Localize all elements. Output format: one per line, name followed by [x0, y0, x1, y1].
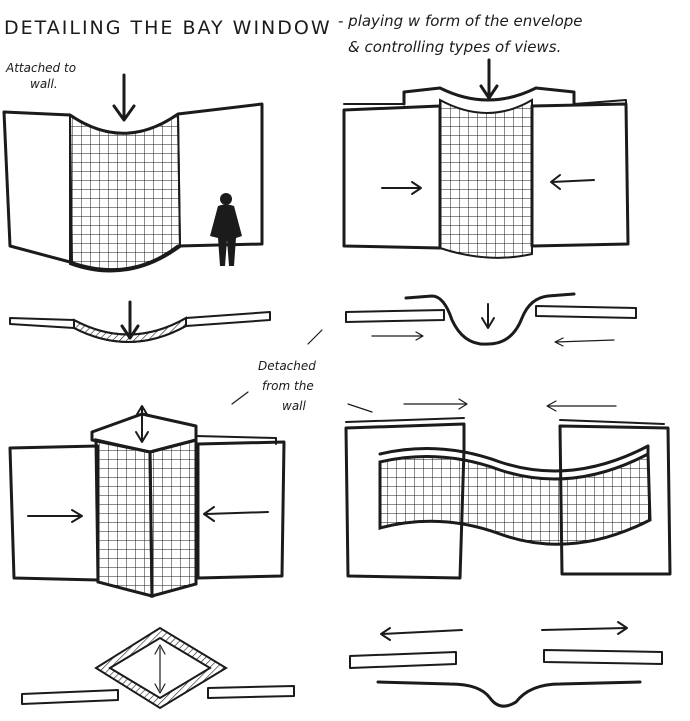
right-pointing-arrow-icon	[411, 181, 422, 195]
plan-right-wall	[207, 685, 295, 699]
right-arrow-shaft	[205, 511, 269, 515]
bay-right-face-grid	[148, 438, 198, 598]
detached-note-leader-3	[347, 403, 373, 413]
subtitle-line-2: & controlling types of views.	[348, 38, 561, 56]
attached-note-line-1: Attached to	[5, 61, 76, 75]
u-glazing-grid	[439, 98, 533, 259]
plan-right-pointing-arrow-icon	[415, 331, 424, 341]
plan-left-wall	[349, 651, 457, 669]
right-pointing-arrow-icon	[71, 509, 83, 523]
sketch-detached-square-elevation	[8, 405, 286, 598]
top-left-pointing-arrow-icon	[546, 400, 557, 412]
plan-u-curve	[404, 292, 576, 346]
sketch-attached-u-elevation	[342, 58, 630, 259]
wavy-glazing-grid	[378, 451, 652, 546]
sketch-detached-diamond-plan	[21, 626, 295, 710]
right-wall-top	[195, 435, 277, 445]
right-wall-block	[196, 440, 286, 580]
diamond-double-arrow-icon	[154, 644, 166, 694]
plan-right-pointing-arrow-icon	[617, 621, 628, 635]
curved-glazing-grid	[69, 112, 182, 273]
left-pointing-arrow-icon	[203, 506, 215, 522]
wall-section-outline	[9, 311, 271, 343]
plan-left-wall	[345, 309, 445, 323]
detached-note-leader-1	[307, 329, 323, 345]
sheet-title: DETAILING THE BAY WINDOW	[4, 17, 332, 39]
right-wall-block	[530, 102, 630, 248]
sketch-attached-concave-plan	[9, 300, 271, 343]
detached-note-line-2: from the	[262, 379, 314, 393]
roof-cap-outline	[402, 86, 576, 106]
subtitle-line-1: - playing w form of the envelope	[338, 12, 583, 30]
plan-left-pointing-arrow-icon	[554, 337, 564, 347]
wall-top-edges	[343, 99, 627, 105]
attached-note-line-2: wall.	[30, 77, 58, 91]
down-arrow-icon	[112, 104, 136, 122]
person-figure-icon	[210, 193, 242, 266]
plan-down-arrow-icon	[481, 317, 495, 329]
detached-note-leader-2	[231, 391, 249, 405]
sketch-attached-u-plan	[345, 292, 637, 347]
right-arrow-shaft	[551, 179, 595, 183]
plan-arrow-right-shaft	[541, 627, 627, 631]
bay-left-face-grid	[94, 438, 154, 598]
top-right-pointing-arrow-icon	[458, 398, 468, 410]
sketch-detached-wave-elevation	[344, 398, 672, 580]
wall-top-edges	[345, 417, 665, 425]
plan-left-pointing-arrow-icon	[380, 627, 391, 641]
diamond-bay-section	[94, 626, 228, 710]
left-pointing-arrow-icon	[550, 174, 561, 190]
detached-note-line-3: wall	[282, 399, 307, 413]
left-wall-block	[8, 444, 100, 582]
detached-note: Detached from the wall	[231, 329, 373, 413]
top-down-arrow-icon	[479, 84, 499, 100]
plan-down-arrow-icon	[120, 324, 140, 340]
plan-wave-curve	[376, 680, 642, 708]
plan-right-wall	[543, 649, 663, 665]
plan-view-arrow-right-shaft	[555, 339, 615, 343]
bay-edge-lines	[69, 113, 181, 263]
sketch-attached-concave-elevation	[2, 73, 264, 273]
left-wall-block	[342, 104, 442, 250]
detached-note-line-1: Detached	[258, 359, 316, 373]
plan-arrow-left-shaft	[381, 629, 463, 635]
wavy-roof-edge	[378, 444, 650, 473]
plan-right-wall	[535, 305, 637, 319]
sketch-detached-wave-plan	[349, 621, 663, 708]
plan-left-wall	[21, 689, 119, 705]
double-arrow-icon	[135, 405, 149, 443]
